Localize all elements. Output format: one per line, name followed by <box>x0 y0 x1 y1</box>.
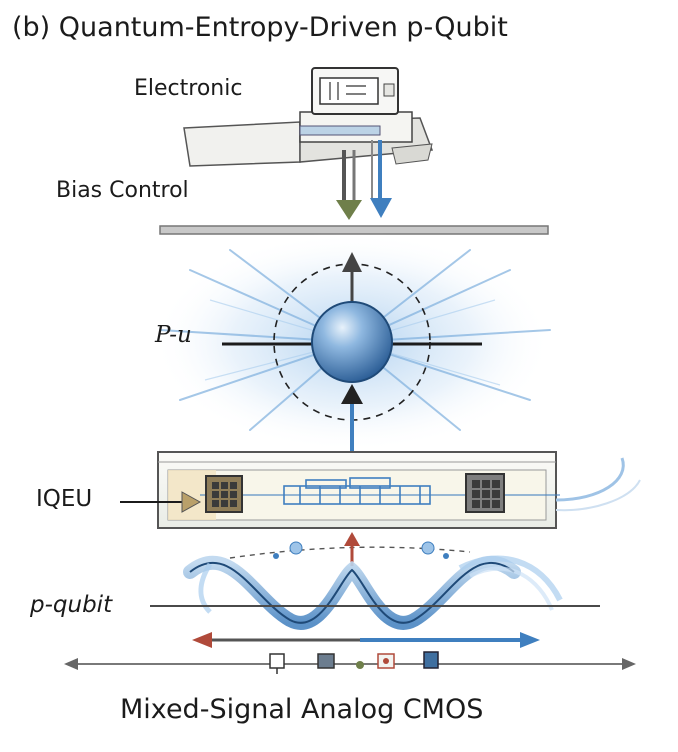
label-p-u: P-u <box>155 322 192 348</box>
bias-arrows <box>336 140 392 220</box>
figure-title: (b) Quantum-Entropy-Driven p-Qubit <box>12 12 508 43</box>
label-iqeu: IQEU <box>36 486 93 512</box>
label-cmos: Mixed-Signal Analog CMOS <box>120 694 484 725</box>
double-well-wave <box>150 555 600 630</box>
electronic-device <box>183 67 434 167</box>
iqeu-box <box>120 451 641 529</box>
state-arrow <box>192 632 540 648</box>
cmos-rail <box>64 651 636 674</box>
particle-trail <box>229 532 471 566</box>
up-arrow-iqeu <box>341 384 363 452</box>
up-arrow-top <box>342 252 362 304</box>
label-p-qubit: p-qubit <box>30 592 113 618</box>
label-bias-control: Bias Control <box>56 178 189 203</box>
label-electronic: Electronic <box>134 76 243 101</box>
p-qubit-sphere <box>311 301 393 383</box>
